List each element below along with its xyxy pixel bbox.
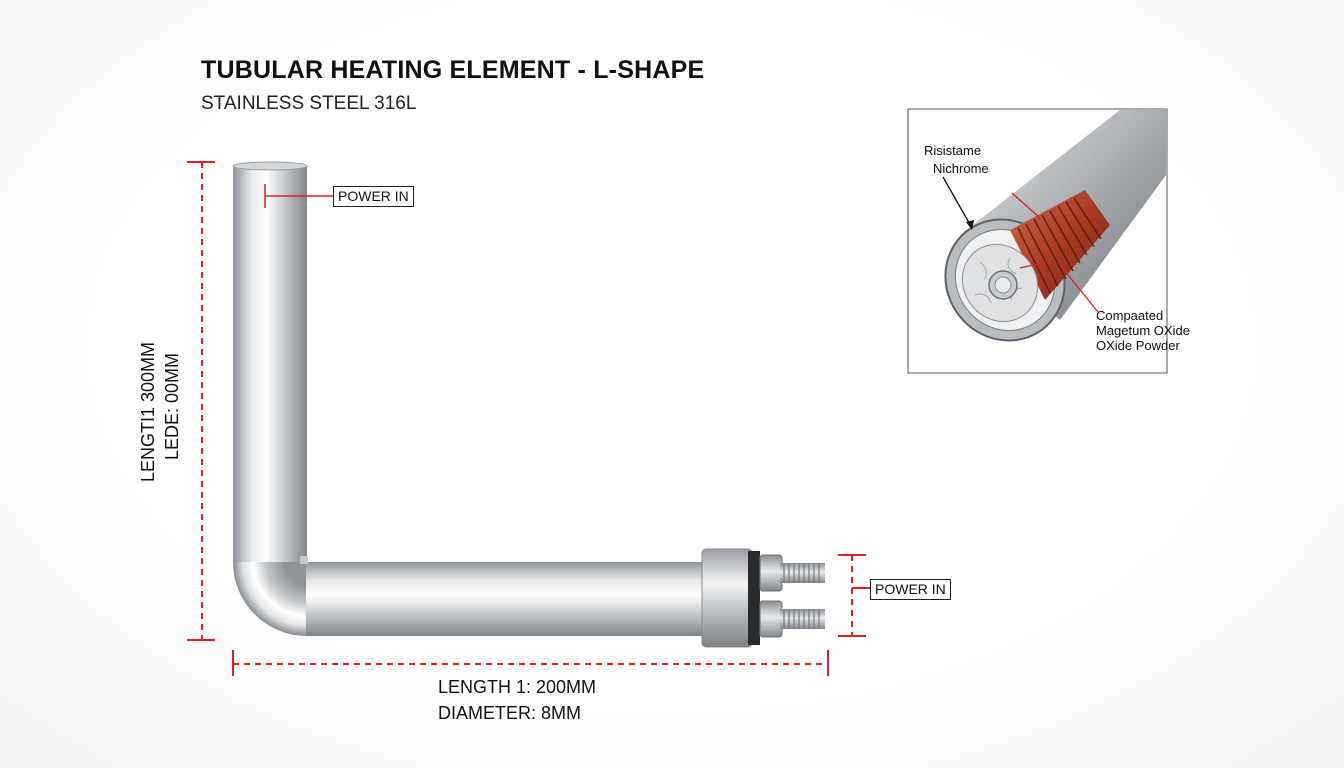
diameter-label: DIAMETER: 8MM [438, 703, 582, 723]
page-subtitle: STAINLESS STEEL 316L [201, 93, 417, 114]
fitting-collar [748, 551, 760, 645]
upper-stud [780, 563, 825, 583]
lower-stud [780, 609, 825, 629]
page-title: TUBULAR HEATING ELEMENT - L-SHAPE [201, 56, 705, 84]
vertical-dimension-label-2: LEDE: 00MM [162, 352, 182, 460]
length-label: LENGTH 1: 200MM [438, 677, 597, 697]
inset-oxide-label-1: Compaated [1096, 308, 1164, 323]
bend-fill-inner [300, 556, 308, 564]
inset-oxide-label-3: OXide Powder [1096, 338, 1180, 353]
vertical-dimension [187, 161, 215, 641]
power-in-top-label: POWER IN [333, 186, 414, 207]
power-in-right-label: POWER IN [870, 579, 951, 600]
upper-threads [783, 563, 820, 583]
inset-cutaway [942, 110, 1166, 342]
inset-resistance-label-1: Risistame [924, 143, 982, 158]
horizontal-tube [306, 562, 704, 636]
power-in-top-leader [264, 184, 333, 208]
upper-nut [759, 554, 783, 592]
tube-top-end [232, 161, 308, 171]
terminal-dimension [838, 554, 870, 637]
inset-oxide-label-2: Magetum OXide [1096, 323, 1190, 338]
fitting-body [701, 548, 753, 648]
vertical-tube [233, 166, 307, 562]
horizontal-dimension [232, 650, 829, 676]
lower-threads [783, 609, 820, 629]
vertical-dimension-label-1: LENGTI1 300MM [138, 341, 158, 482]
inset-resistance-label-2: Nichrome [933, 161, 989, 176]
tube-bend [233, 562, 307, 636]
lower-nut [759, 600, 783, 638]
